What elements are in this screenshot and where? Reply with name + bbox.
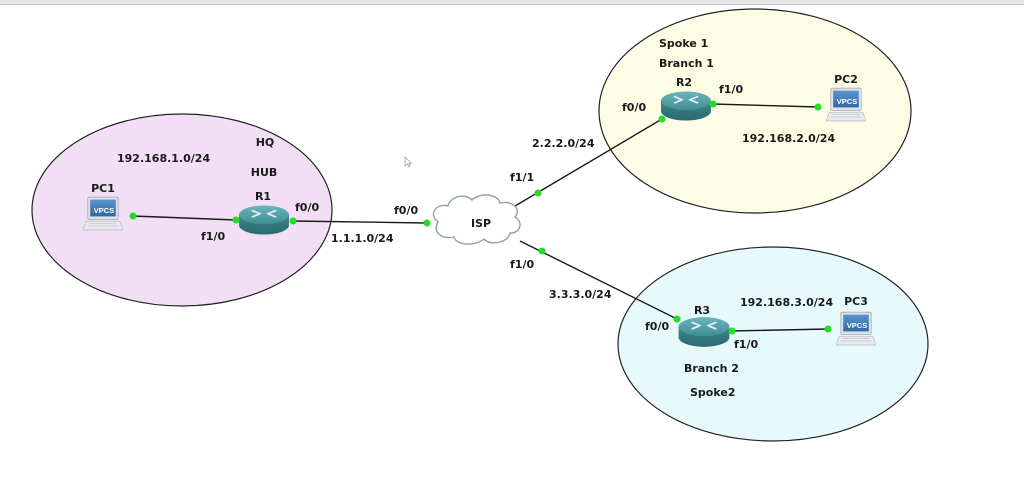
pc-pc2[interactable]: VPCS PC2: [826, 73, 866, 122]
subnet-label-hq: 192.168.1.0/24: [117, 152, 210, 165]
mouse-cursor-icon: [404, 156, 412, 168]
isp-label: ISP: [471, 217, 491, 230]
port-dot: [423, 219, 431, 227]
if-label-r2-f0-0: f0/0: [622, 101, 646, 114]
link-pc1-r1[interactable]: [132, 215, 237, 221]
pc-label: PC1: [91, 182, 115, 195]
zone-label-hub: HUB: [251, 166, 278, 179]
zone-branch2[interactable]: [617, 246, 929, 442]
if-label-r2-f1-0: f1/0: [719, 83, 743, 96]
subnet-label-branch2: 192.168.3.0/24: [740, 296, 833, 309]
link-r1-isp[interactable]: [291, 220, 428, 224]
pc-pc3[interactable]: VPCS PC3: [836, 295, 876, 346]
link-r3-pc3[interactable]: [731, 328, 829, 332]
port-dot: [289, 217, 297, 225]
if-label-r3-f0-0: f0/0: [645, 320, 669, 333]
vpcs-screen-text: VPCS: [847, 321, 867, 330]
port-dot: [658, 115, 666, 123]
router-r3[interactable]: R3: [677, 304, 731, 348]
cloud-icon: [432, 194, 521, 245]
zone-label-spoke1: Spoke 1: [659, 37, 708, 50]
port-dot: [824, 325, 832, 333]
zone-label-branch1: Branch 1: [659, 57, 714, 70]
subnet-label-wan3: 3.3.3.0/24: [549, 288, 612, 301]
window-top-border: [0, 0, 1024, 5]
if-label-r3-f1-0: f1/0: [734, 338, 758, 351]
port-dot: [534, 189, 542, 197]
router-label: R3: [694, 304, 710, 317]
isp-cloud[interactable]: ISP: [432, 194, 521, 245]
vpcs-screen-text: VPCS: [94, 206, 114, 215]
if-label-isp-f1-0: f1/0: [510, 258, 534, 271]
router-r1[interactable]: R1: [238, 190, 290, 236]
if-label-isp-f0-0: f0/0: [394, 204, 418, 217]
pc-label: PC2: [834, 73, 858, 86]
router-icon: [660, 90, 712, 122]
zone-label-hq: HQ: [256, 136, 275, 149]
pc-label: PC3: [844, 295, 868, 308]
port-dot: [232, 216, 240, 224]
port-dot: [538, 247, 546, 255]
pc-pc1[interactable]: VPCS PC1: [83, 182, 123, 231]
subnet-label-wan2: 2.2.2.0/24: [532, 137, 595, 150]
if-label-r1-f1-0: f1/0: [201, 230, 225, 243]
router-r2[interactable]: R2: [660, 76, 712, 122]
router-label: R2: [676, 76, 692, 89]
port-dot: [709, 100, 717, 108]
if-label-r1-f0-0: f0/0: [295, 201, 319, 214]
router-label: R1: [255, 190, 271, 203]
port-dot: [814, 103, 822, 111]
router-icon: [238, 204, 290, 236]
port-dot: [728, 327, 736, 335]
link-r2-pc2[interactable]: [712, 103, 819, 108]
router-icon: [677, 316, 731, 348]
if-label-isp-f1-1: f1/1: [510, 171, 534, 184]
link-isp-r3[interactable]: [519, 240, 678, 320]
vpcs-screen-text: VPCS: [837, 97, 857, 106]
zone-hq[interactable]: [31, 113, 333, 307]
port-dot: [673, 315, 681, 323]
zone-label-branch2: Branch 2: [684, 362, 739, 375]
port-indicators: [129, 100, 832, 335]
port-dot: [129, 212, 137, 220]
subnet-label-branch1: 192.168.2.0/24: [742, 132, 835, 145]
subnet-label-wan1: 1.1.1.0/24: [331, 232, 394, 245]
zone-label-spoke2: Spoke2: [690, 386, 736, 399]
zone-branch1[interactable]: [598, 8, 912, 214]
